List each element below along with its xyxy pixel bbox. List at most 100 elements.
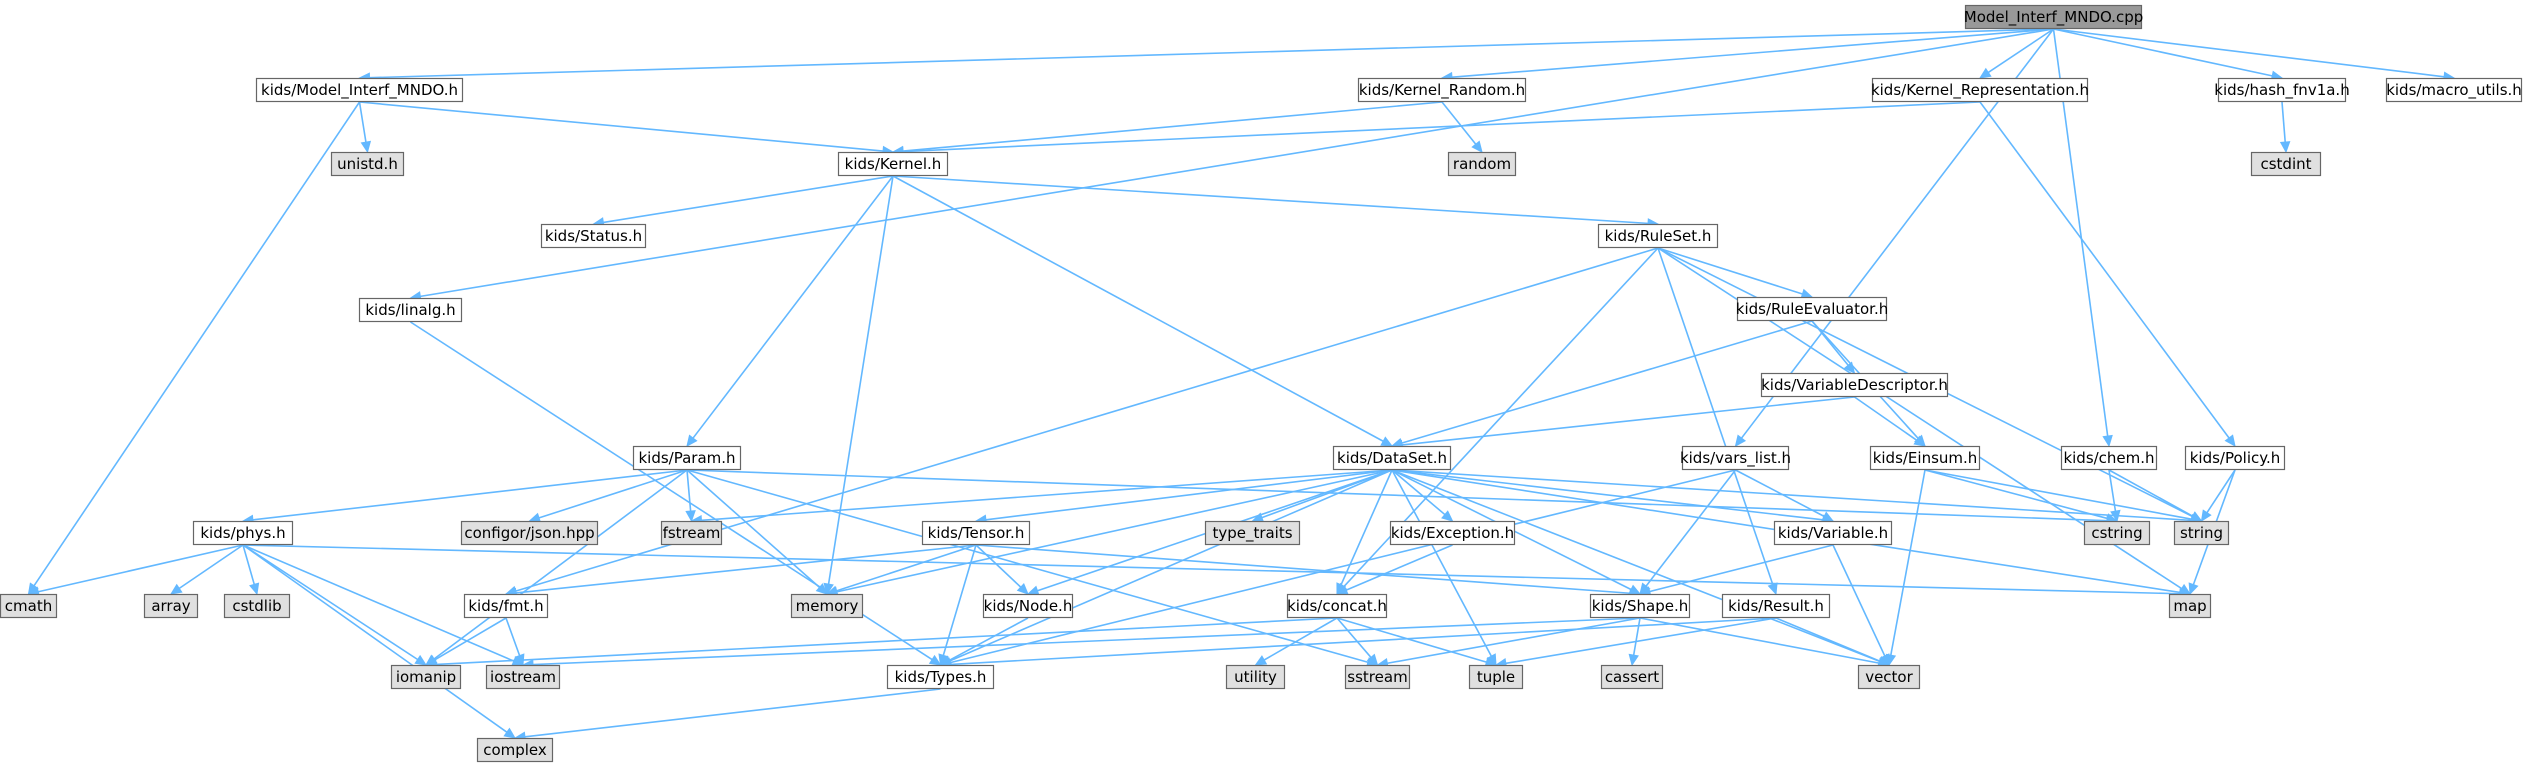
node-status[interactable]: kids/Status.h bbox=[540, 223, 647, 249]
edge-node-to-types bbox=[948, 617, 1029, 661]
node-label-shape: kids/Shape.h bbox=[1592, 597, 1689, 615]
node-label-kernel: kids/Kernel.h bbox=[845, 155, 942, 173]
node-fmt[interactable]: kids/fmt.h bbox=[463, 593, 549, 619]
node-box-array bbox=[143, 593, 199, 619]
edges-layer bbox=[27, 28, 2456, 743]
node-box-cstring bbox=[2083, 520, 2151, 546]
node-tuple: tuple bbox=[1468, 664, 1524, 690]
node-box-ruleeval bbox=[1736, 296, 1888, 322]
edge-param-to-phys bbox=[252, 469, 688, 521]
node-box-phys bbox=[192, 520, 294, 546]
edge-root-to-model_interf bbox=[369, 28, 2054, 79]
node-linalg[interactable]: kids/linalg.h bbox=[358, 297, 463, 323]
node-label-random: random bbox=[1453, 155, 1511, 173]
node-typetraits: type_traits bbox=[1204, 520, 1301, 546]
edge-ruleeval-to-dataset bbox=[1401, 320, 1813, 444]
edge-root-to-hash bbox=[2053, 28, 2273, 77]
edge-arrowhead-hash-to-cstdint bbox=[2279, 141, 2291, 154]
node-macro[interactable]: kids/macro_utils.h bbox=[2385, 77, 2523, 103]
node-dataset[interactable]: kids/DataSet.h bbox=[1332, 445, 1452, 471]
node-box-cmath bbox=[0, 593, 58, 619]
node-label-dataset: kids/DataSet.h bbox=[1337, 449, 1447, 467]
node-label-macro: kids/macro_utils.h bbox=[2386, 81, 2522, 100]
node-hash[interactable]: kids/hash_fnv1a.h bbox=[2214, 77, 2350, 103]
edge-root-to-kernel_random bbox=[1451, 28, 2054, 78]
node-result[interactable]: kids/Result.h bbox=[1721, 593, 1831, 619]
edge-einsum-to-vector bbox=[1890, 469, 1926, 656]
node-types[interactable]: kids/Types.h bbox=[886, 664, 995, 690]
node-fstream: fstream bbox=[660, 520, 723, 546]
edge-arrowhead-phys-to-cstdlib bbox=[249, 582, 260, 596]
edge-result-to-vector bbox=[1775, 617, 1881, 662]
node-chem[interactable]: kids/chem.h bbox=[2060, 445, 2158, 471]
node-label-cassert: cassert bbox=[1605, 668, 1659, 686]
edge-arrowhead-model_interf-to-unistd bbox=[360, 140, 372, 154]
edge-param-to-memory bbox=[686, 469, 821, 588]
edge-arrowhead-phys-to-array bbox=[169, 583, 183, 595]
node-cstdint: cstdint bbox=[2250, 151, 2322, 177]
edge-arrowhead-phys-to-iomanip bbox=[414, 654, 428, 666]
edge-arrowhead-param-to-memory bbox=[815, 583, 828, 595]
node-kernel_random[interactable]: kids/Kernel_Random.h bbox=[1357, 77, 1527, 103]
node-vardesc[interactable]: kids/VariableDescriptor.h bbox=[1760, 372, 1949, 398]
node-box-kernel bbox=[837, 151, 949, 177]
node-node[interactable]: kids/Node.h bbox=[982, 593, 1074, 619]
node-box-policy bbox=[2184, 445, 2286, 471]
node-label-utility: utility bbox=[1234, 668, 1277, 686]
edge-phys-to-complex bbox=[242, 544, 508, 733]
node-cmath: cmath bbox=[0, 593, 58, 619]
node-label-vardesc: kids/VariableDescriptor.h bbox=[1761, 376, 1948, 394]
node-label-result: kids/Result.h bbox=[1728, 597, 1824, 615]
node-label-ruleeval: kids/RuleEvaluator.h bbox=[1736, 300, 1888, 318]
edge-root-to-kernel_repr bbox=[1987, 28, 2054, 74]
node-sstream: sstream bbox=[1344, 664, 1411, 690]
edge-dataset-to-memory bbox=[836, 469, 1393, 593]
edge-arrowhead-policy-to-string bbox=[2200, 509, 2212, 523]
edge-arrowhead-kernel-to-param bbox=[686, 434, 698, 447]
edge-shape-to-cassert bbox=[1632, 617, 1641, 656]
edge-kernel_repr-to-policy bbox=[1979, 101, 2230, 439]
node-box-complex bbox=[476, 737, 554, 763]
edge-shape-to-iostream bbox=[532, 617, 1641, 666]
node-exception[interactable]: kids/Exception.h bbox=[1389, 520, 1516, 546]
node-label-param: kids/Param.h bbox=[638, 449, 735, 467]
node-iomanip: iomanip bbox=[390, 664, 462, 690]
node-label-complex: complex bbox=[483, 741, 547, 759]
node-tensor[interactable]: kids/Tensor.h bbox=[921, 520, 1031, 546]
node-einsum[interactable]: kids/Einsum.h bbox=[1869, 445, 1981, 471]
node-param[interactable]: kids/Param.h bbox=[632, 445, 742, 471]
edge-arrowhead-shape-to-cassert bbox=[1628, 653, 1639, 667]
node-policy[interactable]: kids/Policy.h bbox=[2184, 445, 2286, 471]
node-root[interactable]: Model_Interf_MNDO.cpp bbox=[1964, 4, 2144, 30]
node-kernel_repr[interactable]: kids/Kernel_Representation.h bbox=[1871, 77, 2089, 103]
node-shape[interactable]: kids/Shape.h bbox=[1589, 593, 1691, 619]
node-label-einsum: kids/Einsum.h bbox=[1873, 449, 1978, 467]
node-ruleset[interactable]: kids/RuleSet.h bbox=[1597, 223, 1719, 249]
edge-arrowhead-kernel_random-to-random bbox=[1471, 140, 1483, 153]
node-model_interf[interactable]: kids/Model_Interf_MNDO.h bbox=[255, 77, 464, 103]
edge-shape-to-sstream bbox=[1387, 617, 1641, 665]
node-label-policy: kids/Policy.h bbox=[2190, 449, 2281, 467]
edge-param-to-cstring bbox=[686, 469, 2108, 522]
node-variable[interactable]: kids/Variable.h bbox=[1773, 520, 1893, 546]
node-phys[interactable]: kids/phys.h bbox=[192, 520, 294, 546]
node-ruleeval[interactable]: kids/RuleEvaluator.h bbox=[1736, 296, 1888, 322]
edge-dataset-to-fstream bbox=[701, 469, 1393, 522]
node-varslist[interactable]: kids/vars_list.h bbox=[1680, 445, 1791, 471]
node-label-kernel_repr: kids/Kernel_Representation.h bbox=[1871, 81, 2089, 100]
node-label-array: array bbox=[151, 597, 190, 615]
node-box-status bbox=[540, 223, 647, 249]
edge-param-to-sstream bbox=[686, 469, 1369, 664]
node-label-fstream: fstream bbox=[663, 524, 721, 542]
edge-arrowhead-kernel_repr-to-policy bbox=[2224, 434, 2236, 447]
edge-kernel-to-dataset bbox=[892, 175, 1384, 442]
node-label-status: kids/Status.h bbox=[545, 227, 642, 245]
node-string: string bbox=[2173, 520, 2230, 546]
node-array: array bbox=[143, 593, 199, 619]
edge-arrowhead-phys-to-complex bbox=[503, 727, 516, 739]
node-kernel[interactable]: kids/Kernel.h bbox=[837, 151, 949, 177]
node-label-concat: kids/concat.h bbox=[1287, 597, 1387, 615]
node-box-cstdlib bbox=[223, 593, 291, 619]
edge-arrowhead-chem-to-cstring bbox=[2110, 509, 2121, 523]
node-concat[interactable]: kids/concat.h bbox=[1286, 593, 1388, 619]
